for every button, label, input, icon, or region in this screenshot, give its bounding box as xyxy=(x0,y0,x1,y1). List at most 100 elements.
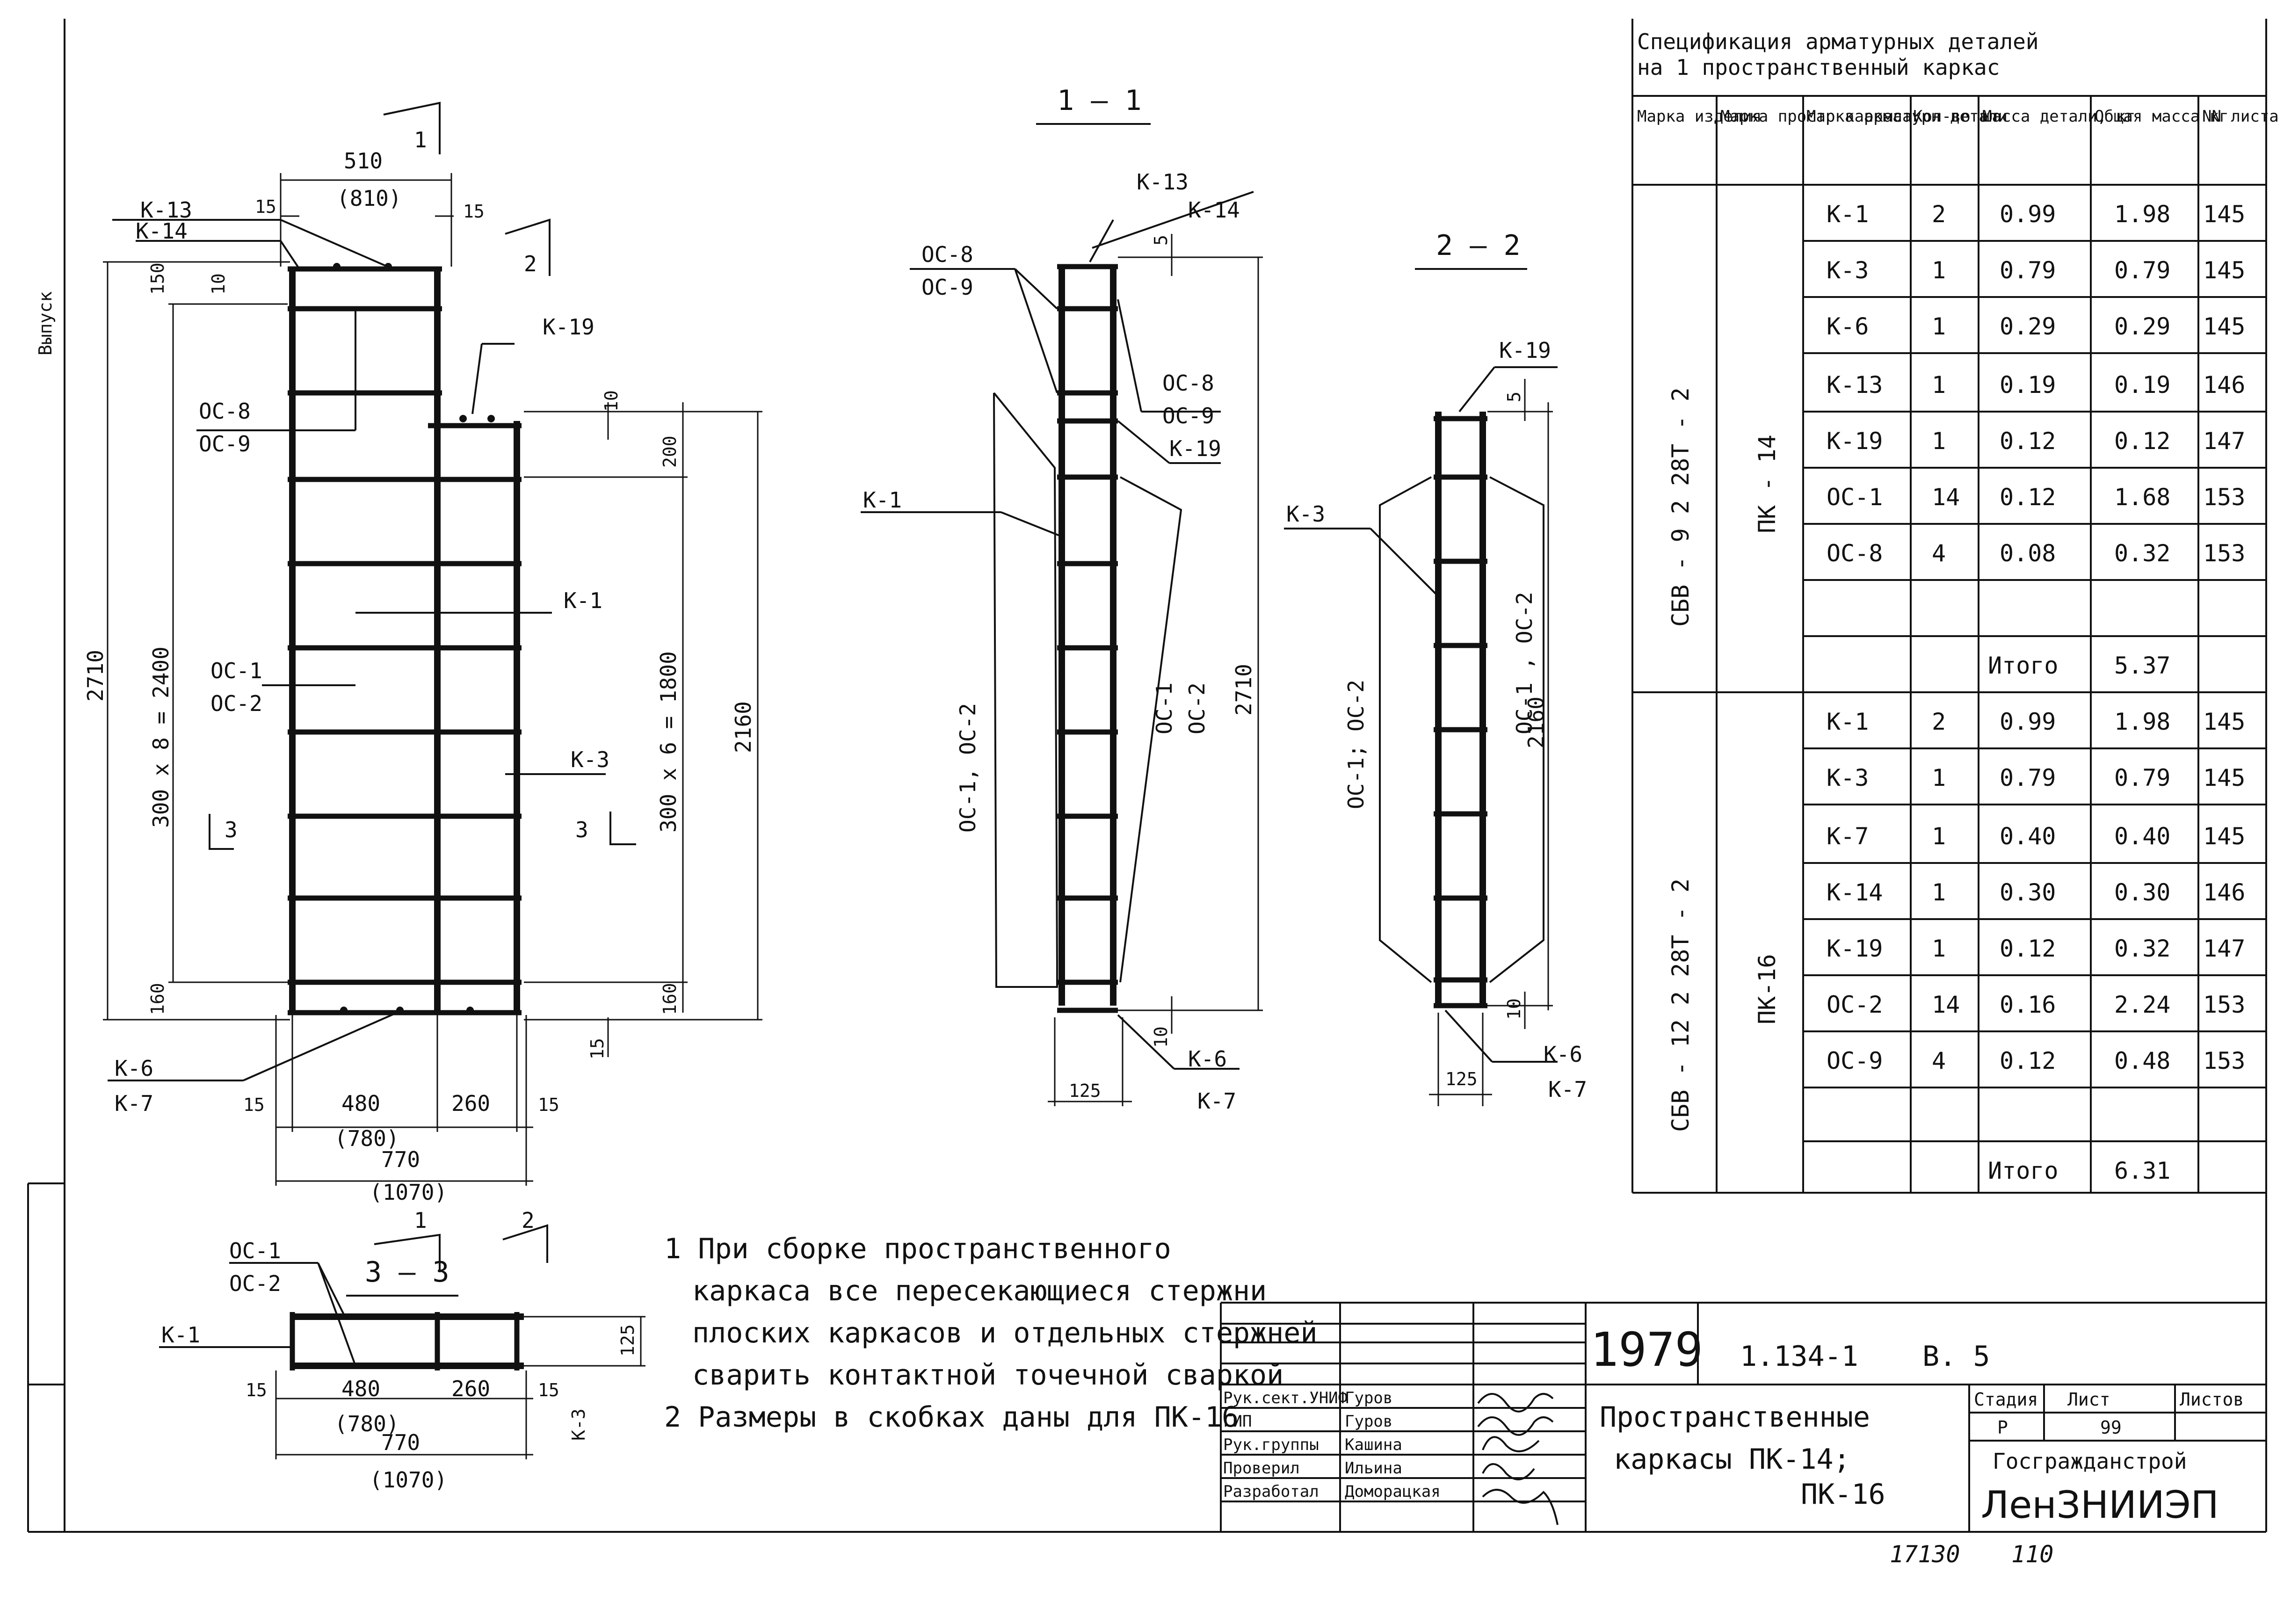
spec-h-mass: Масса детали, кг xyxy=(1982,107,2136,126)
spec-g2-total-label: Итого xyxy=(1988,1157,2059,1184)
svg-text:1: 1 xyxy=(1932,257,1946,284)
sec11-k1: К-1 xyxy=(863,487,902,513)
svg-text:0.12: 0.12 xyxy=(2000,484,2056,511)
svg-text:14: 14 xyxy=(1932,484,1960,511)
sec33-d15a: 15 xyxy=(246,1380,267,1400)
spec-h-qty: Кол-во шт xyxy=(1913,107,1999,126)
svg-text:0.29: 0.29 xyxy=(2000,313,2056,340)
svg-text:ОС-1: ОС-1 xyxy=(1827,484,1883,511)
sec22-oc12-left: ОС-1; ОС-2 xyxy=(1343,680,1369,809)
sec33-d260: 260 xyxy=(451,1376,490,1401)
label-k7: К-7 xyxy=(115,1091,153,1116)
dim-480: 480 xyxy=(341,1091,380,1116)
spec-g1-total-label: Итого xyxy=(1988,652,2059,679)
svg-text:145: 145 xyxy=(2203,823,2245,850)
tb-sheet: 99 xyxy=(2100,1417,2122,1438)
sec33-d780: (780) xyxy=(334,1411,399,1436)
label-k13: К-13 xyxy=(140,197,192,223)
sec11-oc8b: ОС-8 xyxy=(1162,370,1214,396)
svg-text:0.16: 0.16 xyxy=(2000,991,2056,1018)
spec-g1-product: СБВ - 9 2 28Т - 2 xyxy=(1667,387,1694,627)
svg-text:153: 153 xyxy=(2203,484,2245,511)
signatures xyxy=(1477,1393,1559,1525)
dim-300x6: 300 x 6 = 1800 xyxy=(656,651,681,833)
label-k14: К-14 xyxy=(136,218,188,244)
svg-text:К-19: К-19 xyxy=(1827,428,1883,455)
spec-h-part: Марка арматурн детали xyxy=(1806,107,2008,126)
tb-sheets-h: Листов xyxy=(2180,1389,2244,1410)
svg-text:0.12: 0.12 xyxy=(2000,935,2056,962)
svg-text:0.12: 0.12 xyxy=(2000,428,2056,455)
sec11-k6: К-6 xyxy=(1188,1046,1227,1072)
spec-title-2: на 1 пространственный каркас xyxy=(1637,55,2000,80)
spec-g1-total: 5.37 xyxy=(2114,652,2170,679)
svg-text:1: 1 xyxy=(1932,879,1946,906)
label-k1: К-1 xyxy=(564,588,602,613)
svg-text:1.68: 1.68 xyxy=(2114,484,2170,511)
tb-stage: Р xyxy=(1997,1417,2008,1438)
svg-text:К-7: К-7 xyxy=(1827,823,1869,850)
sec22-oc12-right: ОС-1 , ОС-2 xyxy=(1512,592,1537,734)
spec-h-total: Общая масса кг xyxy=(2095,107,2229,126)
svg-text:К-13: К-13 xyxy=(1827,371,1883,399)
svg-text:ОС-9: ОС-9 xyxy=(1827,1047,1883,1074)
sec11-k14: К-14 xyxy=(1188,197,1240,223)
sec33-k3: К-3 xyxy=(568,1408,589,1441)
svg-text:К-3: К-3 xyxy=(1827,257,1869,284)
sec11-oc12: ОС-1, ОС-2 xyxy=(955,703,980,833)
sec11-oc1: ОС-1 xyxy=(1152,682,1177,734)
section-3-3-title: 3 — 3 xyxy=(365,1256,450,1289)
tb-issue: В. 5 xyxy=(1922,1340,1990,1373)
spec-h-frame: Марка простр каркаса xyxy=(1720,107,1912,126)
sec22-2160: 2160 xyxy=(1523,696,1549,748)
sec33-d480: 480 xyxy=(341,1376,380,1401)
dim-150: 150 xyxy=(147,262,168,295)
sec11-oc8: ОС-8 xyxy=(921,242,973,267)
svg-text:Ильина: Ильина xyxy=(1345,1459,1402,1478)
sec11-k19: К-19 xyxy=(1169,436,1221,461)
notes: 1 При сборке пространственного каркаса в… xyxy=(664,1232,1318,1434)
svg-text:4: 4 xyxy=(1932,540,1946,567)
svg-text:Рук.сект.УНИФ: Рук.сект.УНИФ xyxy=(1223,1389,1348,1407)
cut-mark-2: 2 xyxy=(524,251,537,276)
tb-org-1: Госгражданстрой xyxy=(1993,1449,2187,1474)
svg-text:1.98: 1.98 xyxy=(2114,708,2170,735)
sec33-cut2: 2 xyxy=(522,1208,535,1233)
sec11-d10: 10 xyxy=(1151,1026,1171,1048)
sec22-k7: К-7 xyxy=(1548,1077,1587,1102)
svg-text:147: 147 xyxy=(2203,428,2245,455)
label-oc8: ОС-8 xyxy=(199,399,251,424)
dim-300x8: 300 x 8 = 2400 xyxy=(148,646,174,828)
svg-text:146: 146 xyxy=(2203,879,2245,906)
sec33-d15b: 15 xyxy=(538,1380,559,1400)
svg-text:0.40: 0.40 xyxy=(2000,823,2056,850)
svg-text:1: 1 xyxy=(1932,823,1946,850)
svg-text:1: 1 xyxy=(1932,428,1946,455)
tb-title-3: ПК-16 xyxy=(1801,1478,1885,1511)
dim-2710: 2710 xyxy=(83,650,108,702)
svg-text:К-19: К-19 xyxy=(1827,935,1883,962)
tb-org-2: ЛенЗНИИЭП xyxy=(1981,1483,2219,1527)
svg-text:0.19: 0.19 xyxy=(2114,371,2170,399)
section-2-2-title: 2 — 2 xyxy=(1436,229,1521,262)
label-k3: К-3 xyxy=(571,747,609,772)
svg-text:К-6: К-6 xyxy=(1827,313,1869,340)
dim-160-right: 160 xyxy=(660,983,680,1015)
sec33-d770: 770 xyxy=(381,1430,420,1455)
title-block: 1979 1.134-1 В. 5 Пространственные карка… xyxy=(1220,1302,2266,1532)
label-k6: К-6 xyxy=(115,1056,153,1081)
svg-text:2: 2 xyxy=(1932,708,1946,735)
svg-text:0.79: 0.79 xyxy=(2114,764,2170,791)
section-3-3: 3 — 3 1 2 ОС-1 ОС-2 К-1 К-3 125 15 480 (… xyxy=(159,1208,645,1493)
sec33-d1070: (1070) xyxy=(370,1467,447,1493)
svg-text:0.99: 0.99 xyxy=(2000,708,2056,735)
spec-g2-product: СБВ - 12 2 28Т - 2 xyxy=(1667,878,1694,1132)
svg-text:ОС-8: ОС-8 xyxy=(1827,540,1883,567)
svg-text:145: 145 xyxy=(2203,764,2245,791)
label-oc2: ОС-2 xyxy=(210,691,262,716)
dim-10-right: 10 xyxy=(601,390,622,412)
svg-text:0.79: 0.79 xyxy=(2000,257,2056,284)
svg-text:0.30: 0.30 xyxy=(2114,879,2170,906)
dim-15-right: 15 xyxy=(463,201,485,222)
